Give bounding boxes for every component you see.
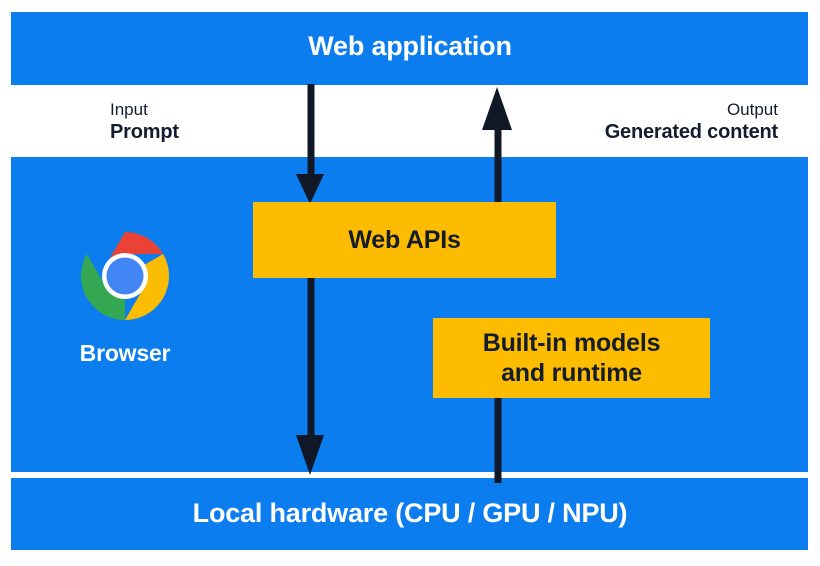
builtin-models-label-line1: Built-in models [482, 328, 661, 357]
arrow-down-input-icon [296, 84, 324, 204]
output-value: Generated content [604, 121, 779, 144]
arrow-down-hardware-icon [296, 278, 324, 475]
web-application-label: Web application [308, 31, 512, 61]
local-hardware-label: Local hardware (CPU / GPU / NPU) [192, 498, 628, 528]
builtin-models-label-line2: and runtime [501, 359, 642, 387]
web-apis-box[interactable]: Web APIs [253, 202, 556, 278]
input-label: Input Prompt [110, 99, 179, 145]
arrow-up-output-icon [482, 87, 512, 204]
output-label: Output Generated content [604, 99, 779, 145]
output-kind: Output [726, 100, 778, 119]
browser-label: Browser [79, 340, 171, 366]
browser-block: Browser [60, 228, 190, 367]
local-hardware-band [11, 478, 808, 550]
web-application-band [11, 12, 808, 85]
input-kind: Input [110, 100, 148, 119]
builtin-models-box[interactable]: Built-in models and runtime [433, 318, 710, 398]
chrome-logo-icon [81, 232, 169, 320]
connector-hardware-to-models-icon [494, 398, 502, 483]
input-value: Prompt [110, 121, 179, 144]
builtin-models-label: Built-in models and runtime [483, 328, 661, 389]
web-apis-label: Web APIs [348, 225, 461, 254]
